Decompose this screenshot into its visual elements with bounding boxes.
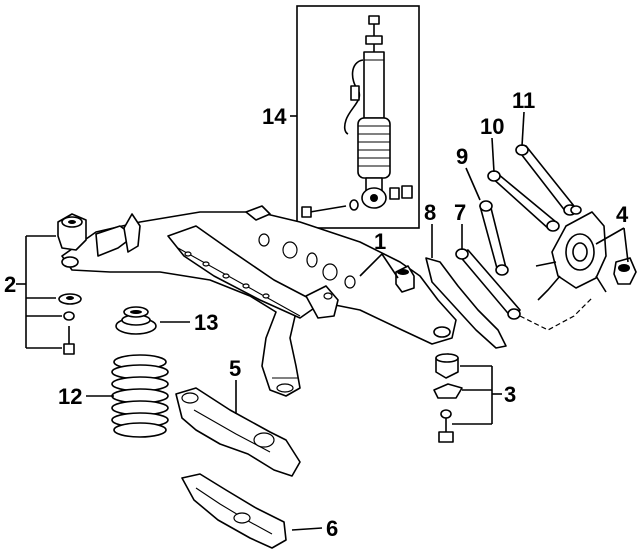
control-link-9 [479,200,509,276]
arm-cover [181,473,287,549]
callout-3: 3 [504,382,516,407]
control-link-7 [455,248,521,320]
mount-hardware-3 [433,353,463,443]
callout-8: 8 [424,200,436,225]
wheel-carrier [535,205,607,301]
spring-seat [115,306,157,335]
inset-frame [296,5,420,229]
mount-hardware-2 [57,213,87,355]
coil-spring [111,354,169,438]
lower-control-arm [175,387,301,477]
callout-leaders [16,111,629,531]
bracket-8 [425,257,507,349]
subframe-bushing [395,265,415,293]
callout-1: 1 [374,229,386,254]
callout-14: 14 [262,104,287,129]
shock-absorber-inset [296,5,420,229]
callout-numbers: 1 2 3 4 5 6 7 8 9 10 11 12 13 14 [4,88,629,541]
rear-subframe [61,205,457,397]
callout-9: 9 [456,144,468,169]
callout-11: 11 [512,88,535,113]
callout-6: 6 [326,516,338,541]
shock-bellows [357,117,391,179]
callout-12: 12 [58,384,82,409]
callout-4: 4 [616,202,629,227]
assembly-outline [519,297,593,331]
callout-5: 5 [229,356,241,381]
carrier-bushing [613,257,637,285]
control-link-10 [487,170,560,232]
callout-13: 13 [194,310,218,335]
callout-2: 2 [4,272,16,297]
callout-10: 10 [480,114,504,139]
callout-7: 7 [454,200,466,225]
